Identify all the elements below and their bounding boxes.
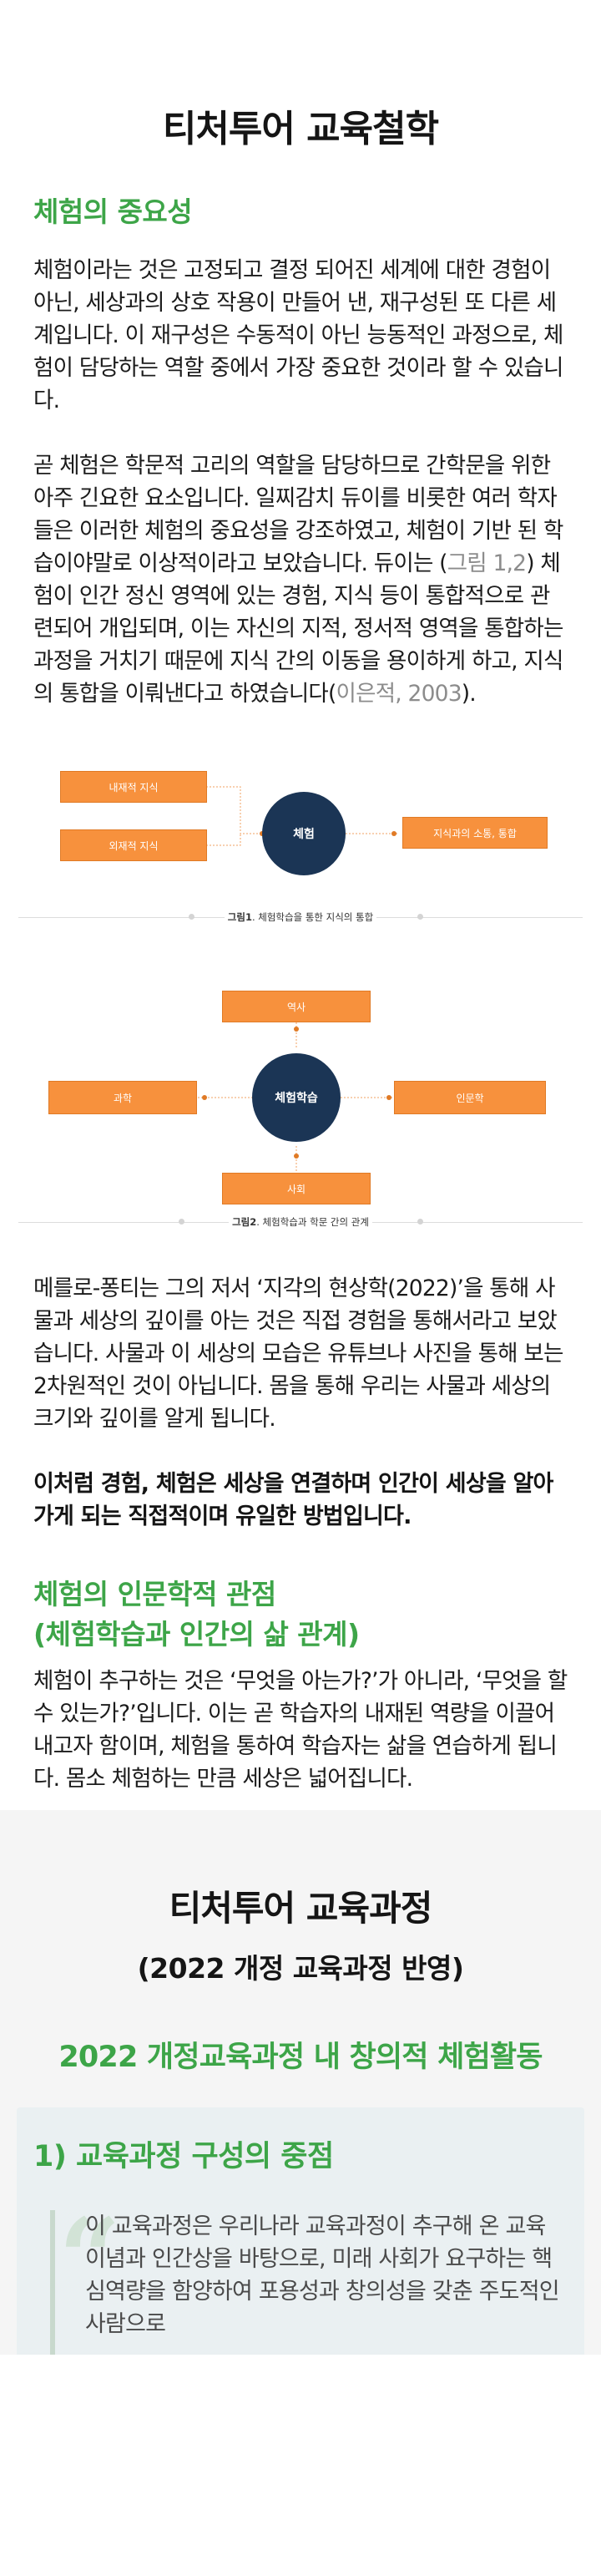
figure-2-caption-text: . 체험학습과 학문 간의 관계 [256, 1216, 369, 1228]
emphasis-statement: 이처럼 경험, 체험은 세상을 연결하며 인간이 세상을 알아가게 되는 직접적… [33, 1471, 553, 1529]
knowledge-integration-box: 지식과의 소통, 통합 [402, 817, 548, 849]
humanities-heading-line-2: (체험학습과 인간의 삶 관계) [33, 1618, 360, 1651]
citation: 이은적, 2003 [336, 681, 462, 707]
page: 티처투어 교육철학 체험의 중요성 체험이라는 것은 고정되고 결정 되어진 세… [0, 0, 601, 2355]
figure-2-connectors [198, 1022, 394, 1173]
para2-part-b-start: 듀이는 ( [373, 550, 448, 576]
importance-paragraph-2: 곧 체험은 학문적 고리의 역할을 담당하므로 간학문을 위한 아주 긴요한 요… [33, 449, 568, 710]
importance-heading: 체험의 중요성 [33, 195, 193, 228]
quote-block: “ 이 교육과정은 우리나라 교육과정이 추구해 온 교육 이념과 인간상을 바… [33, 2194, 568, 2355]
philosophy-section: 티처투어 교육철학 체험의 중요성 체험이라는 것은 고정되고 결정 되어진 세… [0, 0, 601, 752]
figure-1-caption-text: . 체험학습을 통한 지식의 통합 [251, 911, 374, 923]
page-title: 티처투어 교육철학 [162, 108, 439, 150]
science-box: 과학 [48, 1081, 197, 1114]
humanities-heading-line-1: 체험의 인문학적 관점 [33, 1578, 276, 1610]
humanities-paragraph: 체험이 추구하는 것은 ‘무엇을 아는가?’가 아니라, ‘무엇을 할 수 있는… [33, 1668, 568, 1792]
figure-2-caption-number: 그림2 [232, 1216, 257, 1228]
curriculum-section: 티처투어 교육과정 (2022 개정 교육과정 반영) 2022 개정교육과정 … [0, 1810, 601, 2355]
figure-1-caption: 그림1. 체험학습을 통한 지식의 통합 [0, 909, 601, 925]
quote-text: 이 교육과정은 우리나라 교육과정이 추구해 온 교육 이념과 인간상을 바탕으… [85, 2213, 560, 2337]
humanities-heading: 체험의 인문학적 관점 (체험학습과 인간의 삶 관계) [33, 1575, 568, 1655]
curriculum-subtitle: (2022 개정 교육과정 반영) [137, 1952, 464, 1985]
quote-bar [50, 2210, 55, 2355]
figure-2-diagram: 역사 과학 체험학습 인문학 사회 그림2. 체험학습과 학문 간의 관계 [0, 925, 601, 1229]
quote-icon: “ [58, 2194, 121, 2322]
figure-reference: 그림 1,2 [447, 550, 527, 576]
card-heading: 1) 교육과정 구성의 중점 [33, 2140, 334, 2173]
outer-knowledge-box: 외재적 지식 [60, 829, 207, 861]
curriculum-title: 티처투어 교육과정 [169, 1888, 433, 1929]
creative-activities-heading: 2022 개정교육과정 내 창의적 체험활동 [58, 2041, 543, 2074]
importance-paragraph-1: 체험이라는 것은 고정되고 결정 되어진 세계에 대한 경험이 아닌, 세상과의… [33, 257, 563, 413]
para2-part-a: 곧 체험은 학문적 고리의 역할을 담당하므로 간학문을 위한 아주 긴요한 요… [33, 453, 563, 576]
curriculum-focus-card: 1) 교육과정 구성의 중점 “ 이 교육과정은 우리나라 교육과정이 추구해 … [17, 2107, 584, 2355]
merleau-ponty-paragraph: 메를로-퐁티는 그의 저서 ‘지각의 현상학(2022)’을 통해 사물과 세상… [33, 1275, 563, 1432]
para2-part-b-mid: ) 체험이 인간 정신 영역에 있는 경험, 지식 등이 통합적으로 관련되어 … [33, 550, 563, 707]
humanities-box: 인문학 [394, 1081, 546, 1114]
para2-part-b-end: ). [461, 681, 477, 707]
history-box: 역사 [222, 991, 371, 1022]
experiential-learning-circle: 체험학습 [252, 1053, 341, 1142]
society-box: 사회 [222, 1173, 371, 1204]
figure-1-caption-number: 그림1 [227, 911, 252, 923]
philosophy-continued: 메를로-퐁티는 그의 저서 ‘지각의 현상학(2022)’을 통해 사물과 세상… [0, 1214, 601, 1810]
figure-1-diagram: 내재적 지식 외재적 지식 체험 지식과의 소통, 통합 그림1. 체험학습을 … [0, 750, 601, 925]
figure-2-caption: 그림2. 체험학습과 학문 간의 관계 [0, 1214, 601, 1230]
inner-knowledge-box: 내재적 지식 [60, 771, 207, 803]
experience-circle: 체험 [262, 792, 346, 875]
